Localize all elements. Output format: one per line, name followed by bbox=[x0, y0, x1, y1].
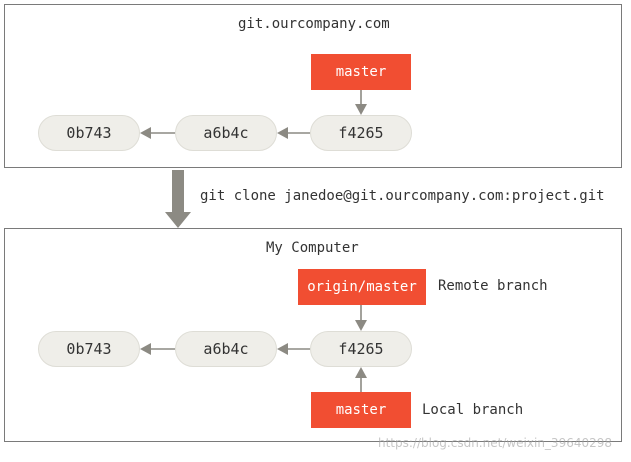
clone-command: git clone janedoe@git.ourcompany.com:pro… bbox=[200, 188, 605, 204]
remote-server-title: git.ourcompany.com bbox=[238, 16, 390, 32]
remote-branch-label: Remote branch bbox=[438, 278, 548, 294]
local-commit-a6b4c: a6b4c bbox=[175, 331, 277, 367]
clone-arrow-head bbox=[165, 212, 191, 228]
remote-master-branch: master bbox=[311, 54, 411, 90]
remote-commit-a6b4c: a6b4c bbox=[175, 115, 277, 151]
local-branch-label: Local branch bbox=[422, 402, 524, 418]
local-master-branch: master bbox=[311, 392, 411, 428]
arrowhead-master-to-f4265 bbox=[355, 104, 367, 115]
local-commit-f4265: f4265 bbox=[310, 331, 412, 367]
remote-commit-f4265: f4265 bbox=[310, 115, 412, 151]
local-commit-0b743: 0b743 bbox=[38, 331, 140, 367]
clone-arrow-shaft bbox=[172, 170, 184, 216]
remote-commit-0b743: 0b743 bbox=[38, 115, 140, 151]
arrowhead-local-a6b4c-to-0b743 bbox=[140, 343, 151, 355]
origin-master-branch: origin/master bbox=[298, 269, 426, 305]
arrowhead-local-f4265-to-a6b4c bbox=[277, 343, 288, 355]
arrowhead-local-master-to-f4265 bbox=[355, 367, 367, 378]
arrowhead-a6b4c-to-0b743 bbox=[140, 127, 151, 139]
watermark: https://blog.csdn.net/weixin_39640298 bbox=[378, 436, 613, 450]
arrowhead-origin-master-to-f4265 bbox=[355, 320, 367, 331]
arrowhead-f4265-to-a6b4c bbox=[277, 127, 288, 139]
local-computer-title: My Computer bbox=[266, 240, 359, 256]
